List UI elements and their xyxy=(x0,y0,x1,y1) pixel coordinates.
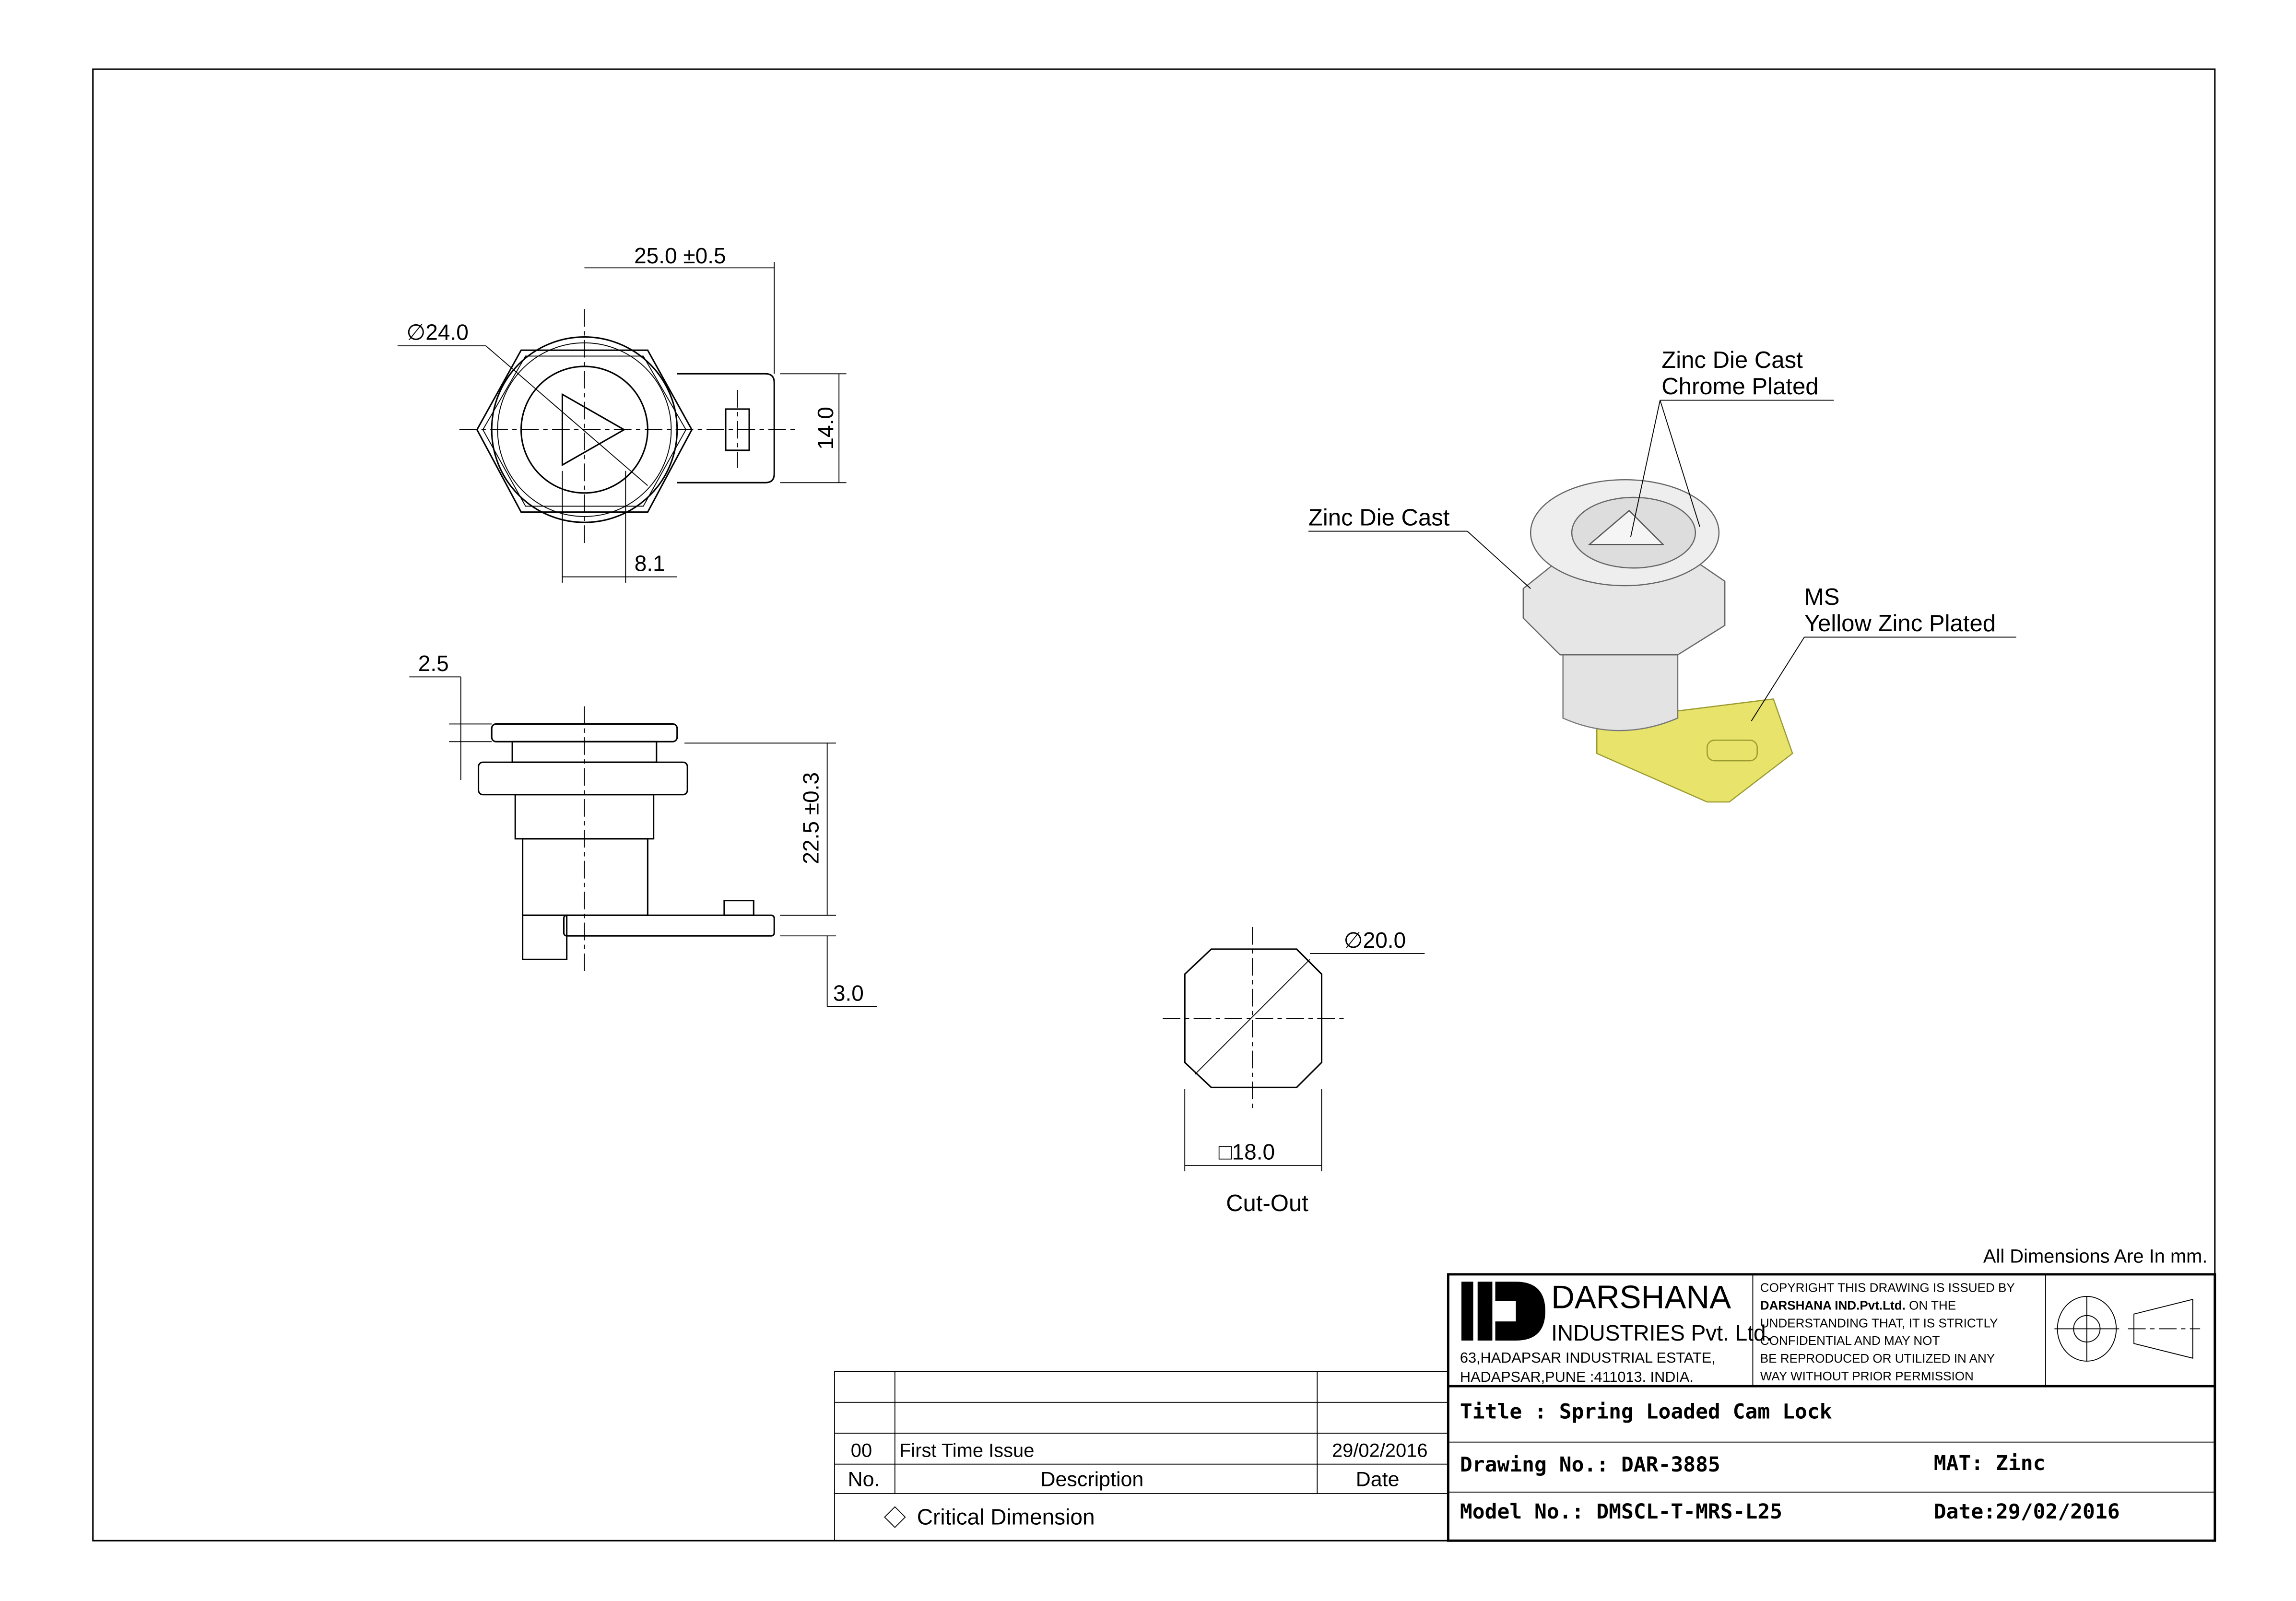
dim-3-0: 3.0 xyxy=(833,980,864,1005)
dim-dia24: ∅24.0 xyxy=(406,320,469,345)
side-view: 2.5 22.5 ±0.3 3.0 xyxy=(409,651,877,1007)
company-logo xyxy=(1461,1282,1545,1341)
svg-text:WAY WITHOUT PRIOR PERMISSION: WAY WITHOUT PRIOR PERMISSION xyxy=(1760,1369,1974,1383)
revision-no: 00 xyxy=(851,1440,872,1461)
revision-table: 00 First Time Issue 29/02/2016 No. Descr… xyxy=(834,1371,1449,1542)
dim-dia20: ∅20.0 xyxy=(1344,928,1406,953)
callout-zinc-die-cast: Zinc Die Cast xyxy=(1308,505,1450,530)
dim-22-5: 22.5 ±0.3 xyxy=(798,772,823,864)
drawing-date: Date:29/02/2016 xyxy=(1934,1500,2120,1524)
critical-dimension-label: Critical Dimension xyxy=(917,1504,1095,1529)
dim-14: 14.0 xyxy=(813,407,838,450)
callout-ms: MS xyxy=(1804,584,1840,610)
callout-yellow-zinc: Yellow Zinc Plated xyxy=(1804,611,1996,636)
callout-zinc-chrome-2: Chrome Plated xyxy=(1661,374,1818,400)
svg-text:DARSHANA IND.Pvt.Ltd. ON THE: DARSHANA IND.Pvt.Ltd. ON THE xyxy=(1760,1298,1956,1313)
model-number: Model No.: DMSCL-T-MRS-L25 xyxy=(1460,1500,1782,1524)
revision-description: First Time Issue xyxy=(899,1440,1034,1461)
copyright-notice: COPYRIGHT THIS DRAWING IS ISSUED BY DARS… xyxy=(1760,1281,2015,1383)
cut-out-label: Cut-Out xyxy=(1226,1190,1308,1216)
svg-text:CONFIDENTIAL AND MAY NOT: CONFIDENTIAL AND MAY NOT xyxy=(1760,1333,1940,1348)
critical-diamond-icon xyxy=(884,1506,906,1528)
callout-zinc-chrome-1: Zinc Die Cast xyxy=(1661,347,1803,373)
dim-width: 25.0 ±0.5 xyxy=(634,243,726,268)
material: MAT: Zinc xyxy=(1934,1451,2046,1475)
company-address-1: 63,HADAPSAR INDUSTRIAL ESTATE, xyxy=(1460,1349,1716,1366)
dim-8-1: 8.1 xyxy=(635,551,665,576)
revision-date: 29/02/2016 xyxy=(1332,1440,1428,1461)
company-sub: INDUSTRIES Pvt. Ltd. xyxy=(1551,1320,1772,1345)
title-block: DARSHANA INDUSTRIES Pvt. Ltd. 63,HADAPSA… xyxy=(1447,1273,2216,1542)
projection-symbol-icon xyxy=(2054,1296,2201,1362)
company-address-2: HADAPSAR,PUNE :411013. INDIA. xyxy=(1460,1368,1694,1385)
units-note: All Dimensions Are In mm. xyxy=(1983,1246,2208,1267)
svg-text:BE REPRODUCED OR UTILIZED IN A: BE REPRODUCED OR UTILIZED IN ANY xyxy=(1760,1351,1995,1366)
header-no: No. xyxy=(848,1468,880,1491)
header-description: Description xyxy=(1041,1468,1144,1491)
dim-2-5: 2.5 xyxy=(418,651,449,676)
front-view: 25.0 ±0.5 ∅24.0 14.0 8.1 xyxy=(397,243,847,583)
svg-text:UNDERSTANDING THAT, IT IS STRI: UNDERSTANDING THAT, IT IS STRICTLY xyxy=(1760,1316,1998,1330)
iso-view: Zinc Die Cast Chrome Plated Zinc Die Cas… xyxy=(1308,347,2016,803)
header-date: Date xyxy=(1356,1468,1400,1491)
cut-out-view: ∅20.0 □18.0 Cut-Out xyxy=(1163,927,1425,1216)
svg-text:COPYRIGHT THIS DRAWING IS ISSU: COPYRIGHT THIS DRAWING IS ISSUED BY xyxy=(1760,1281,2015,1295)
dim-sq18: □18.0 xyxy=(1219,1140,1275,1165)
company-name: DARSHANA xyxy=(1551,1279,1731,1315)
drawing-title: Title : Spring Loaded Cam Lock xyxy=(1460,1400,1832,1424)
drawing-number: Drawing No.: DAR-3885 xyxy=(1460,1453,1720,1477)
